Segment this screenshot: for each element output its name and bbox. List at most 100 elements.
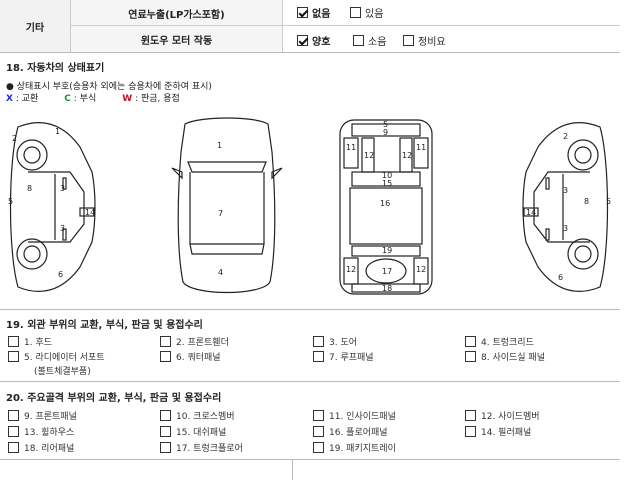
item-label: 3. 도어 bbox=[329, 338, 358, 348]
checkbox-cross-member[interactable]: 10. 크로스멤버 bbox=[160, 409, 235, 422]
option-label: 양호 bbox=[312, 37, 331, 48]
checkbox-package-tray[interactable]: 19. 패키지트레이 bbox=[313, 441, 396, 454]
section-20-title: 20. 주요골격 부위의 교환, 부식, 판금 및 용접수리 bbox=[6, 393, 222, 404]
code-exchange: X : 교환 bbox=[6, 94, 39, 104]
checkbox-side-sill-panel[interactable]: 8. 사이드실 패널 bbox=[465, 350, 545, 363]
checkbox[interactable] bbox=[465, 351, 476, 362]
checkbox[interactable] bbox=[465, 426, 476, 437]
checkbox[interactable] bbox=[465, 410, 476, 421]
checkbox-front-fender[interactable]: 2. 프론트휀더 bbox=[160, 335, 229, 348]
checkbox[interactable] bbox=[313, 410, 324, 421]
svg-text:2: 2 bbox=[563, 132, 568, 141]
item-label: 4. 트렁크리드 bbox=[481, 338, 534, 348]
checkbox-trunk-floor[interactable]: 17. 트렁크플로어 bbox=[160, 441, 243, 454]
checkbox-checked[interactable] bbox=[297, 7, 308, 18]
status-legend: ● 상태표시 부호(승용차 외에는 승용차에 준하여 표시) bbox=[6, 79, 212, 92]
legend-text: 상태표시 부호(승용차 외에는 승용차에 준하여 표시) bbox=[16, 82, 212, 92]
checkbox[interactable] bbox=[8, 426, 19, 437]
item-label: 13. 휠하우스 bbox=[24, 428, 75, 438]
svg-text:16: 16 bbox=[380, 199, 390, 208]
other-items-table: 기타 연료누출(LP가스포함) 윈도우 모터 작동 없음 있음 양호 소음 정비… bbox=[0, 0, 620, 53]
item-label: 6. 쿼터패널 bbox=[176, 353, 221, 363]
checkbox-inside-panel[interactable]: 11. 인사이드패널 bbox=[313, 409, 396, 422]
svg-text:17: 17 bbox=[382, 267, 392, 276]
window-motor-label: 윈도우 모터 작동 bbox=[71, 26, 283, 52]
checkbox-wheel-house[interactable]: 13. 휠하우스 bbox=[8, 425, 74, 438]
checkbox[interactable] bbox=[8, 351, 19, 362]
checkbox-hood[interactable]: 1. 후드 bbox=[8, 335, 52, 348]
svg-text:12: 12 bbox=[402, 151, 412, 160]
table-group-label: 기타 bbox=[0, 0, 71, 52]
svg-text:14: 14 bbox=[526, 208, 536, 217]
fuel-leak-present-option[interactable]: 있음 bbox=[350, 5, 383, 20]
item-label: 9. 프론트패널 bbox=[24, 412, 77, 422]
fuel-leak-label: 연료누출(LP가스포함) bbox=[71, 0, 283, 26]
item-label: 14. 필러패널 bbox=[481, 428, 532, 438]
svg-text:3: 3 bbox=[60, 224, 65, 233]
svg-text:6: 6 bbox=[58, 270, 63, 279]
option-label: 소음 bbox=[368, 37, 387, 48]
svg-text:5: 5 bbox=[383, 120, 388, 129]
svg-text:1: 1 bbox=[55, 127, 60, 136]
item-label: 17. 트렁크플로어 bbox=[176, 444, 243, 454]
checkbox-side-member[interactable]: 12. 사이드멤버 bbox=[465, 409, 540, 422]
checkbox-checked[interactable] bbox=[297, 35, 308, 46]
checkbox[interactable] bbox=[160, 442, 171, 453]
svg-text:11: 11 bbox=[346, 143, 356, 152]
checkbox[interactable] bbox=[160, 410, 171, 421]
svg-text:8: 8 bbox=[27, 184, 32, 193]
status-codes: X : 교환 C : 부식 W : 판금, 용접 bbox=[6, 91, 180, 104]
svg-text:12: 12 bbox=[364, 151, 374, 160]
top-view-numbers: 1 7 4 bbox=[217, 141, 223, 277]
checkbox-front-panel[interactable]: 9. 프론트패널 bbox=[8, 409, 77, 422]
row-divider bbox=[71, 25, 620, 26]
checkbox-rear-panel[interactable]: 18. 리어패널 bbox=[8, 441, 74, 454]
checkbox[interactable] bbox=[353, 35, 364, 46]
svg-text:1: 1 bbox=[217, 141, 222, 150]
checkbox[interactable] bbox=[160, 426, 171, 437]
checkbox[interactable] bbox=[8, 336, 19, 347]
svg-text:5: 5 bbox=[606, 197, 611, 206]
checkbox[interactable] bbox=[313, 336, 324, 347]
checkbox-door[interactable]: 3. 도어 bbox=[313, 335, 357, 348]
car-diagram: 1 2 3 3 5 6 8 14 1 7 4 5 9 11 11 bbox=[8, 117, 611, 295]
window-motor-good-option[interactable]: 양호 bbox=[297, 33, 330, 48]
car-right-side-view bbox=[522, 122, 609, 292]
checkbox-pillar-panel[interactable]: 14. 필러패널 bbox=[465, 425, 531, 438]
window-motor-repair-option[interactable]: 정비요 bbox=[403, 33, 446, 48]
checkbox-quarter-panel[interactable]: 6. 쿼터패널 bbox=[160, 350, 221, 363]
svg-text:18: 18 bbox=[382, 284, 392, 293]
checkbox-floor-panel[interactable]: 16. 플로어패널 bbox=[313, 425, 388, 438]
section-19-title: 19. 외관 부위의 교환, 부식, 판금 및 용접수리 bbox=[6, 320, 203, 331]
checkbox-trunk-lid[interactable]: 4. 트렁크리드 bbox=[465, 335, 534, 348]
car-top-view bbox=[171, 117, 283, 294]
code-corrosion: C : 부식 bbox=[64, 94, 97, 104]
checkbox[interactable] bbox=[403, 35, 414, 46]
svg-text:11: 11 bbox=[416, 143, 426, 152]
option-label: 있음 bbox=[365, 9, 384, 20]
item-label: 16. 플로어패널 bbox=[329, 428, 388, 438]
checkbox-roof-panel[interactable]: 7. 루프패널 bbox=[313, 350, 374, 363]
item-label: 8. 사이드실 패널 bbox=[481, 353, 545, 363]
checkbox[interactable] bbox=[313, 426, 324, 437]
checkbox[interactable] bbox=[313, 351, 324, 362]
svg-text:15: 15 bbox=[382, 179, 392, 188]
item-label: 18. 리어패널 bbox=[24, 444, 75, 454]
option-label: 없음 bbox=[312, 9, 331, 20]
item-label: 1. 후드 bbox=[24, 338, 53, 348]
left-side-numbers: 1 2 3 3 5 6 8 14 bbox=[8, 127, 95, 279]
item-label: 2. 프론트휀더 bbox=[176, 338, 229, 348]
checkbox[interactable] bbox=[160, 336, 171, 347]
checkbox-dash-panel[interactable]: 15. 대쉬패널 bbox=[160, 425, 226, 438]
svg-text:12: 12 bbox=[416, 265, 426, 274]
right-side-numbers: 2 3 3 5 6 8 14 bbox=[526, 132, 611, 282]
checkbox[interactable] bbox=[465, 336, 476, 347]
checkbox-radiator-support[interactable]: 5. 라디에이터 서포트 bbox=[8, 350, 105, 363]
checkbox[interactable] bbox=[8, 410, 19, 421]
checkbox[interactable] bbox=[313, 442, 324, 453]
fuel-leak-none-option[interactable]: 없음 bbox=[297, 5, 330, 20]
checkbox[interactable] bbox=[8, 442, 19, 453]
checkbox[interactable] bbox=[160, 351, 171, 362]
checkbox[interactable] bbox=[350, 7, 361, 18]
window-motor-noise-option[interactable]: 소음 bbox=[353, 33, 386, 48]
